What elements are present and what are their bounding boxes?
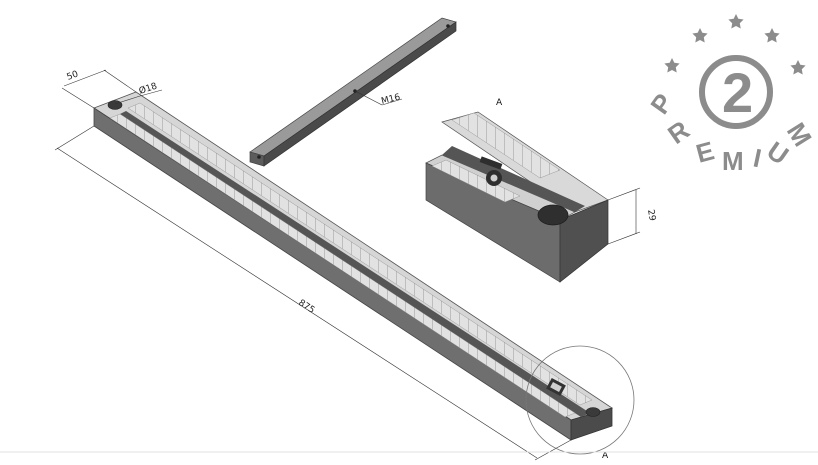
star-icon [790,60,806,75]
long-bar-slot [118,111,590,417]
detail-circle [525,345,635,455]
block-bore-hole [537,204,569,226]
hole-diameter-label: Ø18 [138,81,159,97]
badge-ring [699,55,773,129]
badge-letter: M [722,146,744,176]
badge-stars [664,14,806,75]
long-bar-dimension-lines [54,69,572,461]
badge-letter: R [662,114,695,149]
width-dimension-label: 50 [66,69,80,82]
rod-hole-left [257,155,261,159]
badge-letter: E [693,135,718,168]
detail-block [425,111,609,283]
block-scale-upper [451,112,561,179]
thread-leader-line [354,90,383,106]
block-height-dimension-lines [607,187,641,245]
star-icon [664,58,680,73]
long-bar-hole-right [585,407,601,417]
block-height-label: 29 [645,209,657,222]
threaded-rod [249,17,457,167]
long-bar [93,91,613,441]
block-scale-lower [431,159,521,203]
block-groove [442,146,585,212]
rod-hole-right [446,24,450,28]
star-icon [728,14,744,29]
star-icon [692,28,708,43]
rod-side-face [263,21,457,167]
long-bar-hole-left [107,100,123,110]
detail-label-top: A [496,98,503,108]
rod-top-face [249,17,457,157]
star-icon [764,28,780,43]
brand-logo-icon [546,377,566,397]
detail-label-bottom: A [602,451,609,461]
thread-size-label: M16 [380,92,401,106]
long-bar-scale-lower [109,113,576,418]
badge-letter: P [644,88,679,119]
badge-rank-number: 2 [722,61,753,124]
long-bar-scale-upper [127,102,593,406]
gear-logo-icon [479,156,503,186]
premium-badge: 2 P R E M I U M [644,14,818,176]
